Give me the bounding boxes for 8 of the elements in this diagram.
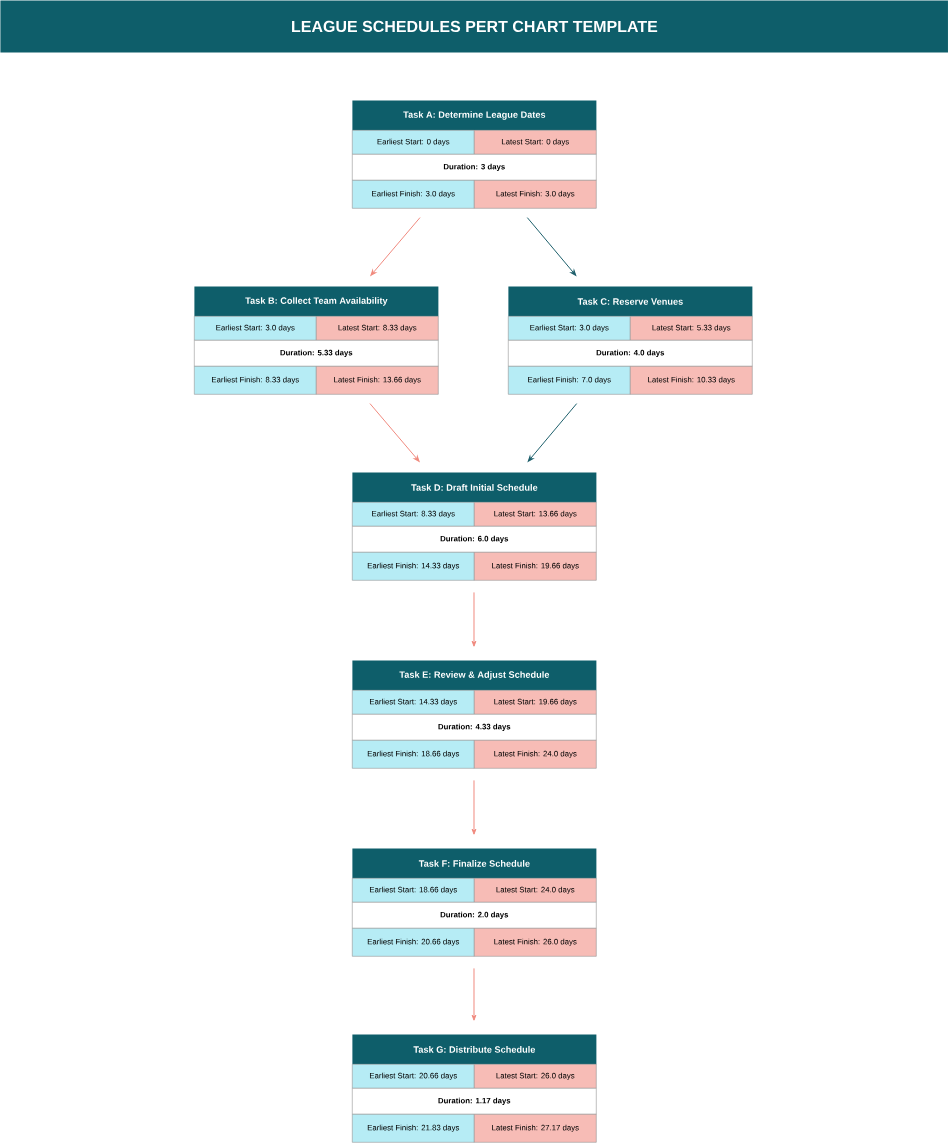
arrow (526, 217, 577, 276)
title-bar: LEAGUE SCHEDULES PERT CHART TEMPLATE (0, 0, 948, 53)
arrow (369, 403, 420, 462)
arrow (471, 967, 477, 1021)
arrow (527, 403, 578, 462)
arrow (471, 591, 477, 647)
arrow (370, 217, 421, 276)
arrow (471, 779, 477, 835)
